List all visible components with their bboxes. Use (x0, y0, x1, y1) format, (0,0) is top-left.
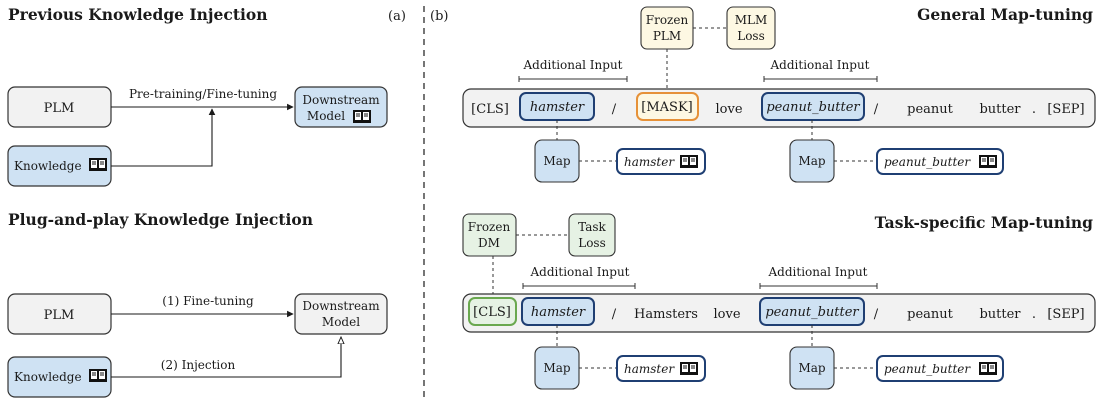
general-title: General Map-tuning (917, 5, 1093, 24)
frozen-plm-line2: PLM (653, 29, 681, 43)
open-book-icon (680, 155, 698, 168)
mlm-loss-box (726, 6, 776, 50)
task-additional-input-2: Additional Input (768, 265, 868, 279)
plugplay-title: Plug-and-play Knowledge Injection (8, 210, 313, 229)
panel-b-marker: (b) (430, 9, 448, 24)
task-title: Task-specific Map-tuning (875, 213, 1094, 232)
frozen-dm-line1: Frozen (468, 220, 511, 234)
open-book-icon (89, 369, 107, 382)
frozen-dm-line2: DM (478, 236, 500, 250)
plugplay-downstream-box (294, 293, 388, 335)
general-token-peanut-butter: peanut_butter (766, 100, 860, 115)
task-loss-box (568, 213, 616, 257)
general-emb2-label: peanut_butter (884, 155, 971, 169)
general-bracket-2 (763, 76, 878, 82)
plugplay-downstream-line1: Downstream (302, 299, 380, 313)
panel-b: (b) General Map-tuning Frozen PLM MLM Lo… (430, 5, 1096, 390)
task-map-tuning-diagram: Task-specific Map-tuning Frozen DM Task … (462, 213, 1096, 390)
general-map2-label: Map (798, 154, 825, 168)
general-token-mask: [MASK] (641, 100, 692, 115)
previous-injection-diagram: Previous Knowledge Injection PLM Knowled… (7, 5, 388, 187)
mask-token-box (636, 92, 699, 121)
general-token-butter: butter (979, 102, 1021, 117)
open-book-icon (353, 110, 371, 123)
general-emb1-label: hamster (624, 155, 675, 169)
plugplay-injection-diagram: Plug-and-play Knowledge Injection PLM Kn… (7, 210, 388, 398)
general-emb2-box (876, 148, 1004, 175)
task-emb2-label: peanut_butter (884, 362, 971, 376)
task-hamster-token-box (521, 297, 595, 326)
plugplay-arrow1-label: (1) Fine-tuning (162, 294, 254, 308)
previous-arrow-knowledge (111, 108, 216, 167)
task-additional-input-1: Additional Input (530, 265, 630, 279)
panel-a: (a) Previous Knowledge Injection PLM Kno… (7, 5, 406, 398)
general-token-slash1: / (612, 102, 617, 117)
open-book-icon (89, 158, 107, 171)
plugplay-knowledge-label: Knowledge (14, 370, 82, 384)
general-token-sep: [SEP] (1047, 102, 1084, 117)
general-peanut-butter-token-box (761, 92, 865, 121)
general-additional-input-2: Additional Input (770, 58, 870, 72)
task-bracket-2 (759, 283, 878, 289)
task-token-butter: butter (979, 307, 1021, 322)
plugplay-arrow2-label: (2) Injection (161, 358, 236, 372)
task-emb2-box (876, 355, 1004, 382)
task-token-slash2: / (874, 307, 879, 322)
general-token-love: love (715, 102, 742, 117)
general-token-peanut: peanut (907, 102, 954, 117)
previous-title: Previous Knowledge Injection (8, 5, 268, 24)
frozen-plm-line1: Frozen (646, 13, 689, 27)
task-token-peanut: peanut (907, 307, 954, 322)
general-additional-input-1: Additional Input (523, 58, 623, 72)
task-map2-label: Map (798, 361, 825, 375)
task-token-cls: [CLS] (473, 305, 511, 320)
task-token-hamster: hamster (531, 305, 586, 320)
panel-a-marker: (a) (388, 9, 406, 24)
previous-knowledge-label: Knowledge (14, 159, 82, 173)
plugplay-plm-label: PLM (44, 308, 75, 323)
task-token-peanut-butter: peanut_butter (765, 305, 859, 320)
general-map1-label: Map (543, 154, 570, 168)
mlm-loss-line2: Loss (737, 29, 765, 43)
previous-downstream-line1: Downstream (302, 93, 380, 107)
task-token-hamsters: Hamsters (634, 307, 698, 322)
task-bracket-1 (522, 283, 636, 289)
previous-arrow-label: Pre-training/Fine-tuning (129, 87, 277, 101)
general-bracket-1 (518, 76, 628, 82)
plugplay-arrow-injection (111, 337, 341, 378)
task-token-love: love (713, 307, 740, 322)
general-map-tuning-diagram: General Map-tuning Frozen PLM MLM Loss A… (462, 5, 1096, 183)
general-token-period: . (1032, 102, 1036, 117)
open-book-icon (979, 362, 997, 375)
mlm-loss-line1: MLM (735, 13, 768, 27)
general-token-hamster: hamster (530, 100, 585, 115)
open-book-icon (979, 155, 997, 168)
task-emb1-label: hamster (624, 362, 675, 376)
open-book-icon (680, 362, 698, 375)
general-token-slash2: / (874, 102, 879, 117)
task-cls-token-box (468, 297, 517, 326)
task-token-sep: [SEP] (1047, 307, 1084, 322)
task-token-period: . (1032, 307, 1036, 322)
task-map1-label: Map (543, 361, 570, 375)
general-token-cls: [CLS] (471, 102, 509, 117)
task-loss-line1: Task (578, 220, 606, 234)
previous-downstream-line2: Model (307, 109, 345, 123)
task-loss-line2: Loss (578, 236, 606, 250)
plugplay-downstream-line2: Model (322, 315, 360, 329)
task-token-slash1: / (612, 307, 617, 322)
previous-plm-label: PLM (44, 101, 75, 116)
